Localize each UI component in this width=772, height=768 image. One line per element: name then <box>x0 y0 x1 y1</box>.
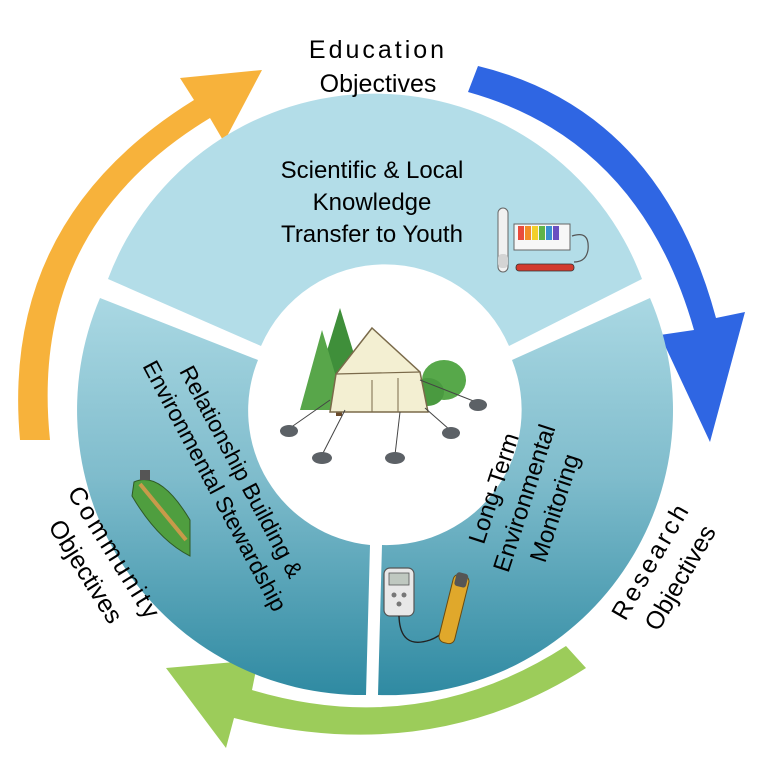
segment-top-line3: Transfer to Youth <box>281 221 463 248</box>
segment-top-line1: Scientific & Local <box>281 157 464 184</box>
tent-camp-illustration <box>280 308 487 464</box>
water-quality-meter-icon <box>383 567 470 645</box>
yurt-tent-icon <box>329 326 429 413</box>
segment-top-label: Scientific & Local Knowledge Transfer to… <box>281 157 464 248</box>
segment-top <box>108 93 642 347</box>
arrow-research-to-community <box>166 646 586 748</box>
arrow-education-to-research <box>468 66 745 442</box>
education-objectives-label: Education Objectives <box>309 36 447 98</box>
water-test-kit-icon <box>497 207 589 273</box>
segment-left <box>77 298 370 696</box>
segment-top-line2: Knowledge <box>313 189 432 216</box>
canoe-icon <box>131 470 191 557</box>
arrow-community-to-education <box>18 70 262 440</box>
education-line2: Objectives <box>320 70 437 98</box>
education-line1: Education <box>309 36 447 64</box>
